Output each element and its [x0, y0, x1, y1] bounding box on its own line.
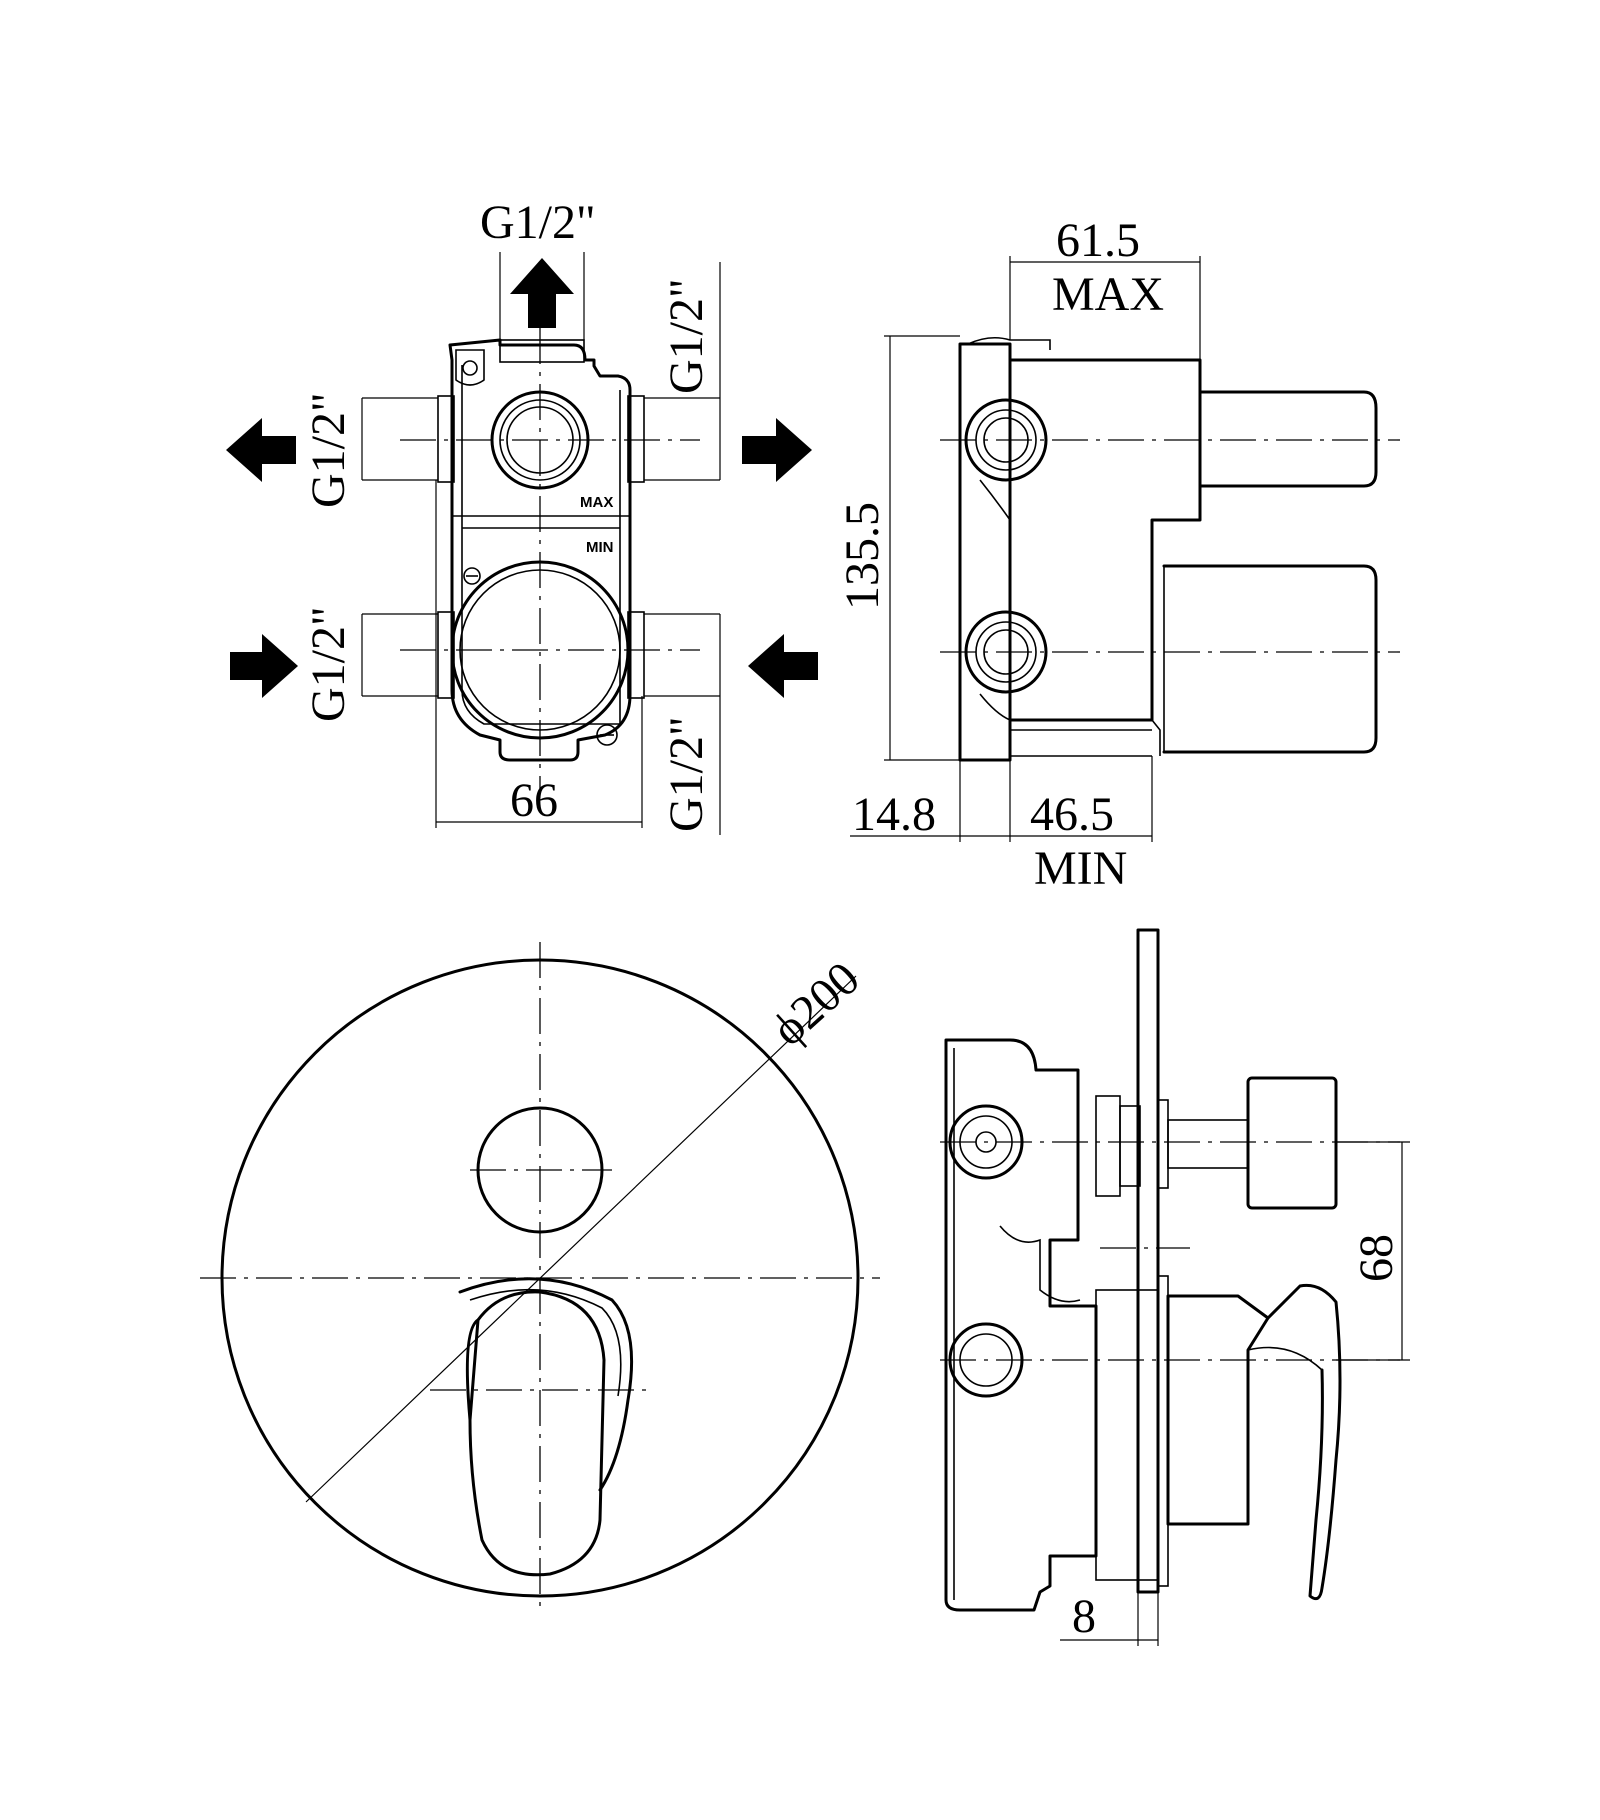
top-outlet-label: G1/2": [480, 196, 596, 249]
outlet-arrow-up: [510, 258, 574, 328]
diameter-value: ϕ200: [762, 952, 870, 1056]
width-value: 66: [510, 774, 558, 827]
side-view-dimensions: 135.5 61.5 MAX 14.8 46.5 MIN: [836, 214, 1201, 895]
right-top-port-label: G1/2": [660, 278, 713, 394]
depth-min-value: 46.5: [1030, 788, 1114, 841]
front-view-port-extensions: [361, 252, 721, 835]
flow-arrows: [226, 258, 818, 698]
spacing-value: 68: [1350, 1234, 1403, 1282]
depth-min-label: MIN: [1034, 842, 1127, 895]
outlet-arrow-right: [742, 418, 812, 482]
depth-max-value: 61.5: [1056, 214, 1140, 267]
plate-thickness-value: 8: [1072, 1590, 1096, 1643]
valve-body-front-view: MAX MIN: [437, 338, 645, 762]
side-view-centerlines: [940, 439, 1400, 653]
front-view-centerlines: [400, 328, 700, 790]
min-mark: MIN: [586, 539, 614, 556]
max-mark: MAX: [580, 494, 613, 511]
right-bottom-port-label: G1/2": [660, 716, 713, 832]
assembly-side-view: [944, 928, 1342, 1612]
front-offset-value: 14.8: [852, 788, 936, 841]
inlet-arrow-left: [748, 634, 818, 698]
valve-body-side-view: [958, 336, 1378, 762]
left-bottom-port-label: G1/2": [302, 606, 355, 722]
outlet-arrow-left: [226, 418, 296, 482]
width-dimension: 66: [435, 480, 643, 828]
assembly-centerlines: [940, 1141, 1400, 1361]
cover-plate-centerlines: [200, 942, 880, 1614]
height-value: 135.5: [836, 502, 889, 610]
assembly-dimensions: 68 8: [1060, 1141, 1410, 1646]
depth-max-label: MAX: [1052, 268, 1164, 321]
inlet-arrow-right: [230, 634, 298, 698]
left-top-port-label: G1/2": [302, 392, 355, 508]
